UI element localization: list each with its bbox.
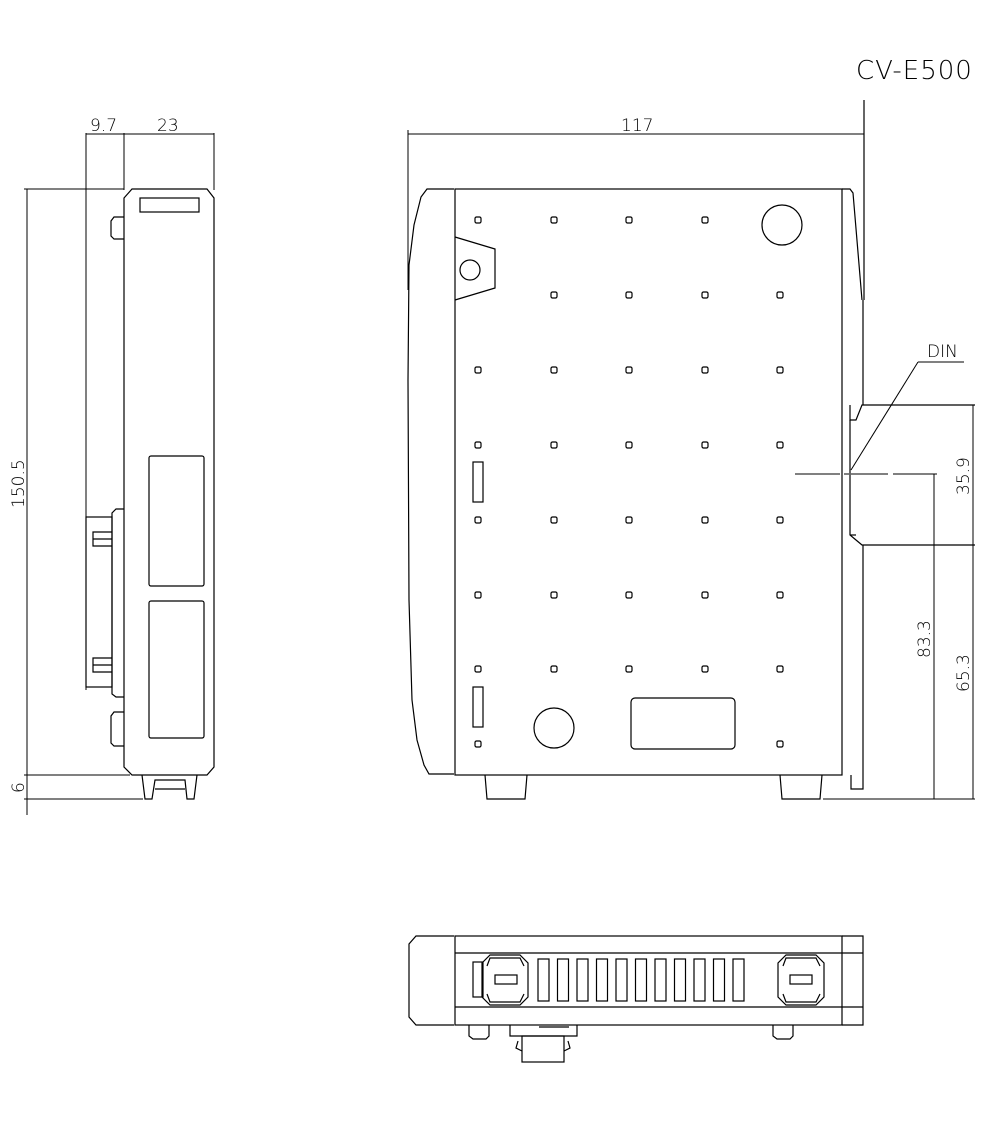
mounting-hole-small [474,516,482,524]
front-body [454,188,843,776]
mounting-hole-small [776,441,784,449]
front-left-edge [407,188,454,775]
mounting-hole-small [701,591,709,599]
terminal-slot [615,958,628,1002]
side-slot-upper [472,461,484,503]
mounting-hole-small [625,665,633,673]
terminal-slot [537,958,550,1002]
side-connector [85,516,113,688]
bottom-body [454,935,843,1026]
hole-grid [474,216,784,748]
indicator-lens-top [761,204,803,246]
dim-height: 150.5 [9,459,29,508]
mounting-tab [454,236,496,301]
dim-foot: 6 [9,782,29,793]
mounting-hole-small [701,291,709,299]
indicator-lens-bottom [533,707,575,749]
bottom-left-end [408,935,454,1026]
terminal-slot [576,958,589,1002]
connector-left [481,954,529,1006]
terminal-slots [537,958,745,1002]
mounting-hole-small [550,516,558,524]
mounting-hole-small [550,366,558,374]
terminal-slot [654,958,667,1002]
side-feet [141,774,198,800]
mounting-hole-small [550,441,558,449]
mounting-hole-small [701,665,709,673]
mounting-hole-small [776,291,784,299]
mounting-hole-small [776,740,784,748]
front-foot-right [779,774,823,800]
front-view: 117 [407,100,975,800]
bottom-connector-plug [521,1035,565,1063]
mounting-hole-small [474,441,482,449]
side-slot-lower [472,686,484,728]
mounting-hole-small [776,516,784,524]
mounting-hole-small [550,216,558,224]
mounting-hole-small [776,665,784,673]
bottom-foot-right [772,1025,794,1040]
din-rail-face [849,420,975,546]
mounting-hole-small [701,366,709,374]
mounting-hole-small [550,665,558,673]
bottom-connector-latches [515,1040,571,1052]
mounting-hole-small [701,216,709,224]
mounting-hole-small [776,366,784,374]
terminal-slot [556,958,570,1002]
side-clip-bottom [110,711,124,747]
side-panel-lower [148,600,205,739]
bottom-right-end [842,935,864,1026]
terminal-slot [732,958,745,1002]
mounting-hole-small [625,216,633,224]
bottom-view [408,935,864,1063]
side-view: 9.7 23 150.5 6 [9,116,215,815]
front-right-lower-edge [850,545,864,790]
mounting-hole-small [701,516,709,524]
side-body [123,188,215,776]
din-hook-top [849,404,975,421]
display-window [630,697,736,750]
front-right-edge-top [842,188,863,301]
side-connector-latch [92,531,112,547]
mounting-hole-small [776,591,784,599]
din-label: DIN [927,342,958,362]
bottom-foot-left [468,1025,490,1040]
terminal-slot [673,958,687,1002]
dim-width: 117 [621,116,653,136]
din-leader [850,361,919,471]
mounting-hole-small [474,366,482,374]
terminal-slot [693,958,706,1002]
side-connector-housing [111,508,124,698]
mounting-hole-small [474,740,482,748]
mounting-hole-small [701,441,709,449]
terminal-slot [634,958,648,1002]
mounting-hole-small [625,591,633,599]
front-foot-left [484,774,528,800]
dim-din-center: 83.3 [915,620,935,658]
terminal-slot [595,958,609,1002]
dim-din-rail: 35.9 [954,457,974,495]
dim-depth-a: 9.7 [90,116,117,136]
side-panel-upper [148,455,205,587]
bottom-side-slot [472,961,484,998]
connector-right [777,954,825,1006]
mounting-hole-small [550,591,558,599]
dim-depth-b: 23 [157,116,179,136]
mounting-hole-small [474,665,482,673]
terminal-slot [712,958,726,1002]
mounting-hole-small [625,291,633,299]
mounting-hole-small [625,441,633,449]
mounting-hole-small [474,591,482,599]
dim-din-lower: 65.3 [954,654,974,692]
mounting-hole [459,259,481,281]
mounting-hole-small [625,516,633,524]
side-label-slot [139,197,200,213]
side-connector-latch [92,657,112,673]
mounting-hole-small [474,216,482,224]
mounting-hole-small [550,291,558,299]
mounting-hole-small [625,366,633,374]
model-title: CV-E500 [856,56,973,86]
side-clip-top [110,216,124,240]
